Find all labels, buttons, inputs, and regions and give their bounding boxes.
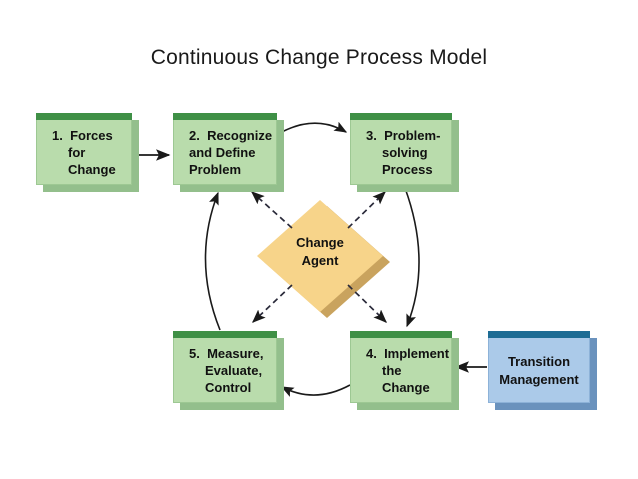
page-title: Continuous Change Process Model <box>150 46 488 69</box>
step-5-label: 5. Measure, Evaluate, Control <box>173 338 277 403</box>
step-1-line-2: for <box>68 144 86 160</box>
arrow-step3-to-step4 <box>404 187 420 328</box>
transition-line-1: Transition <box>507 354 571 370</box>
arrow-agent-to-step5 <box>252 284 293 323</box>
step-2-line-3: Problem <box>189 162 242 178</box>
box-top-bar <box>350 331 452 338</box>
transition-management-label: Transition Management <box>488 338 590 403</box>
box-top-bar <box>173 331 277 338</box>
change-agent-diamond[interactable] <box>257 200 383 312</box>
step-2-line-1: 2. Recognize <box>189 127 273 143</box>
step-5-line-1: 5. Measure, <box>189 345 264 361</box>
box-body <box>488 331 590 403</box>
transition-management-box[interactable]: Transition Management <box>488 331 597 410</box>
step-3-label: 3. Problem- solving Process <box>350 120 452 185</box>
change-agent-line-2: Agent <box>301 252 339 268</box>
arrow-step5-to-step2 <box>204 191 221 331</box>
step-3-line-1: 3. Problem- <box>366 127 441 143</box>
step-4-implement-the-change[interactable]: 4. Implement the Change <box>350 331 459 410</box>
step-1-line-1: 1. Forces <box>52 127 113 143</box>
step-3-problem-solving-process[interactable]: 3. Problem- solving Process <box>350 113 459 192</box>
arrow-agent-to-step4 <box>347 284 387 323</box>
box-body <box>36 113 132 185</box>
step-5-measure-evaluate-control[interactable]: 5. Measure, Evaluate, Control <box>173 331 284 410</box>
step-5-line-2: Evaluate, <box>205 362 263 378</box>
change-agent-label: Change Agent <box>258 234 382 269</box>
arrow-agent-to-step2 <box>250 191 293 229</box>
arrow-step2-to-step3 <box>279 121 348 134</box>
step-4-line-2: the <box>382 362 402 378</box>
step-2-line-2: and Define <box>189 144 256 160</box>
box-top-bar <box>173 113 277 120</box>
step-4-label: 4. Implement the Change <box>350 338 452 403</box>
box-body <box>350 331 452 403</box>
step-1-line-3: Change <box>68 162 116 178</box>
step-1-forces-for-change[interactable]: 1. Forces for Change <box>36 113 139 192</box>
step-3-line-2: solving <box>382 144 428 160</box>
change-agent-line-1: Change <box>296 235 344 250</box>
step-2-recognize-and-define-problem[interactable]: 2. Recognize and Define Problem <box>173 113 284 192</box>
arrow-step4-to-step5 <box>280 384 351 397</box>
arrow-agent-to-step3 <box>347 191 386 229</box>
step-4-line-3: Change <box>382 380 430 396</box>
box-top-bar <box>488 331 590 338</box>
step-5-line-3: Control <box>205 380 252 396</box>
step-4-line-1: 4. Implement <box>366 345 450 361</box>
step-2-label: 2. Recognize and Define Problem <box>173 120 277 185</box>
box-top-bar <box>36 113 132 120</box>
transition-line-2: Management <box>499 371 579 387</box>
box-top-bar <box>350 113 452 120</box>
step-3-line-3: Process <box>382 162 433 178</box>
step-1-label: 1. Forces for Change <box>36 120 132 185</box>
